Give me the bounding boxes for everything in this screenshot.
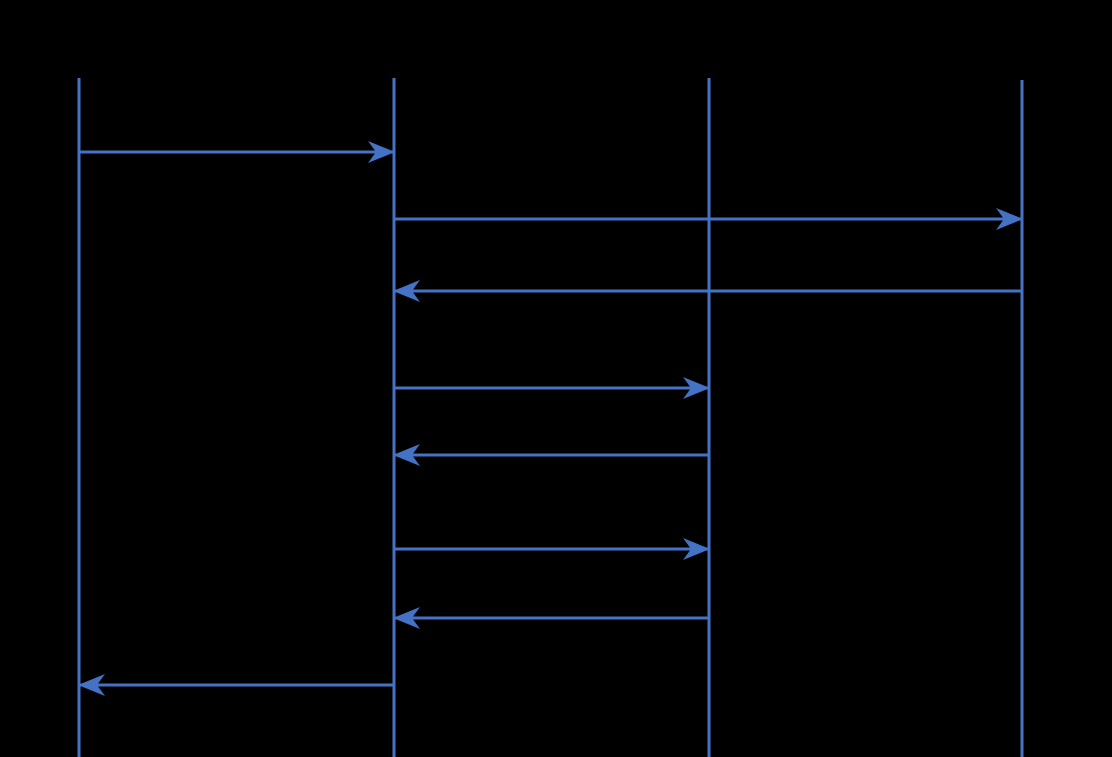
- sequence-diagram-canvas: [77, 78, 1024, 757]
- sequence-diagram: [77, 78, 1024, 757]
